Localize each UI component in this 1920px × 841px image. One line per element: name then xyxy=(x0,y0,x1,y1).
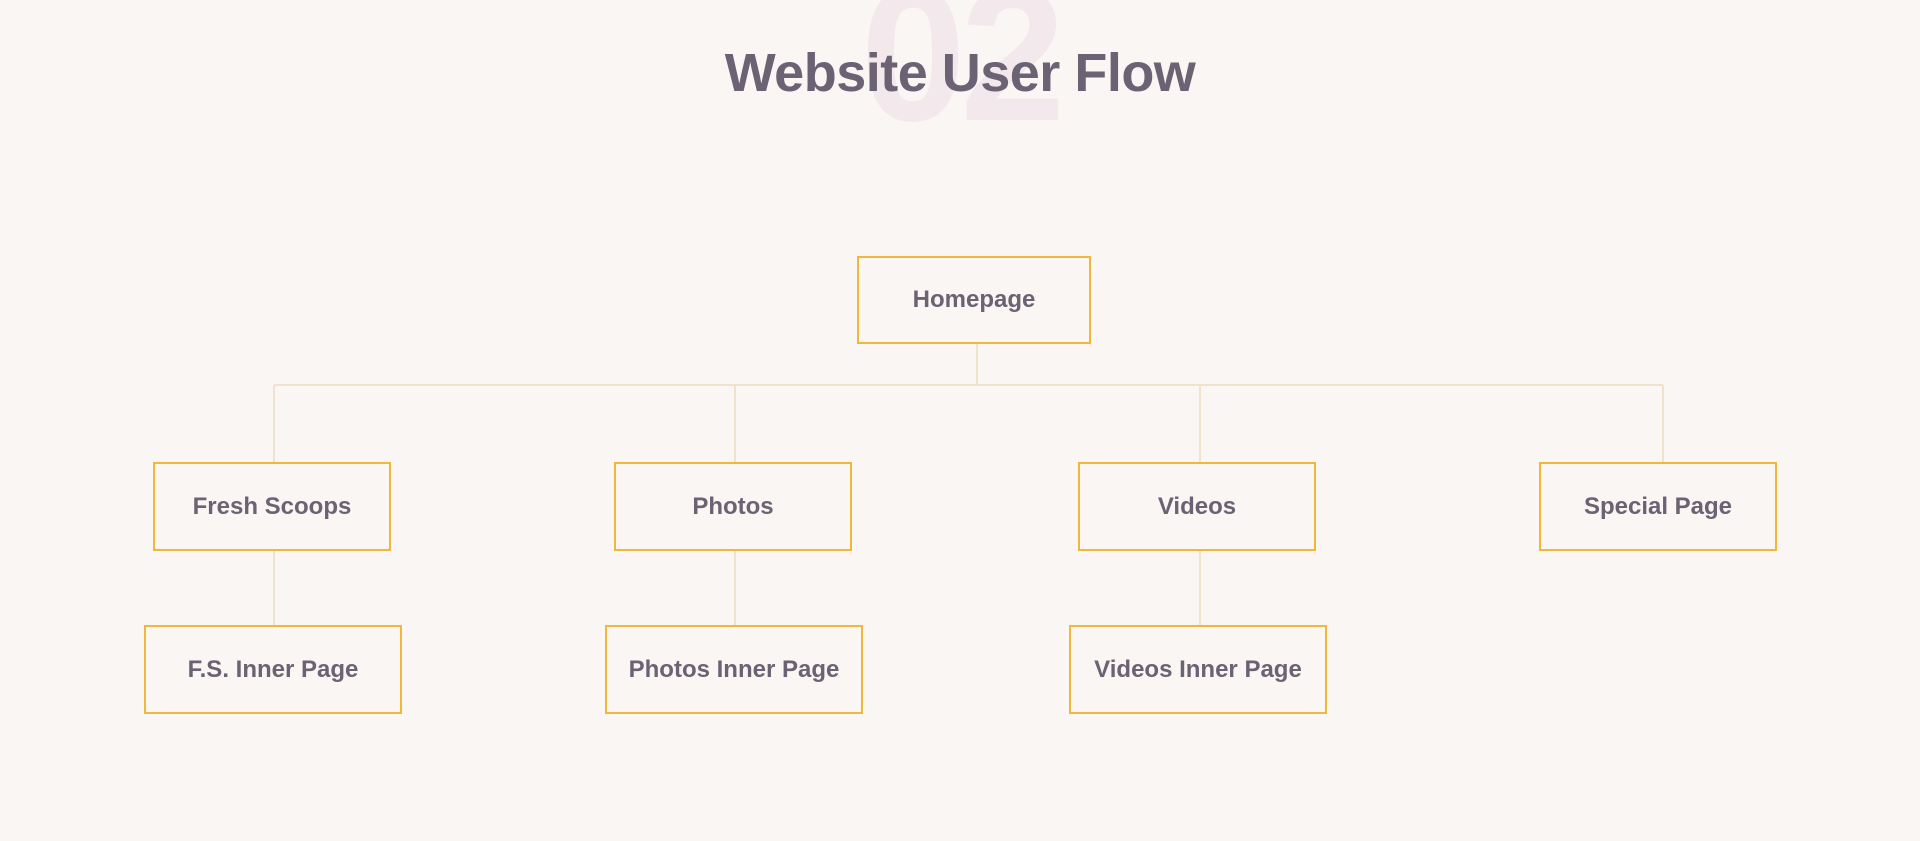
node-label: Photos xyxy=(692,492,774,520)
node-videos-inner-page[interactable]: Videos Inner Page xyxy=(1069,625,1327,714)
page-title: Website User Flow xyxy=(724,43,1196,103)
node-label: Fresh Scoops xyxy=(192,492,352,520)
node-label: Videos xyxy=(1157,492,1237,520)
node-fresh-scoops[interactable]: Fresh Scoops xyxy=(153,462,391,551)
node-label: Special Page xyxy=(1583,492,1733,520)
section-number: 02 xyxy=(860,0,1065,161)
node-label: F.S. Inner Page xyxy=(187,655,359,683)
node-special-page[interactable]: Special Page xyxy=(1539,462,1777,551)
node-photos-inner-page[interactable]: Photos Inner Page xyxy=(605,625,863,714)
node-label: Homepage xyxy=(912,286,1036,313)
node-homepage[interactable]: Homepage xyxy=(857,256,1091,344)
node-label: Photos Inner Page xyxy=(628,655,840,683)
node-fs-inner-page[interactable]: F.S. Inner Page xyxy=(144,625,402,714)
node-photos[interactable]: Photos xyxy=(614,462,852,551)
node-videos[interactable]: Videos xyxy=(1078,462,1316,551)
node-label: Videos Inner Page xyxy=(1094,655,1302,683)
